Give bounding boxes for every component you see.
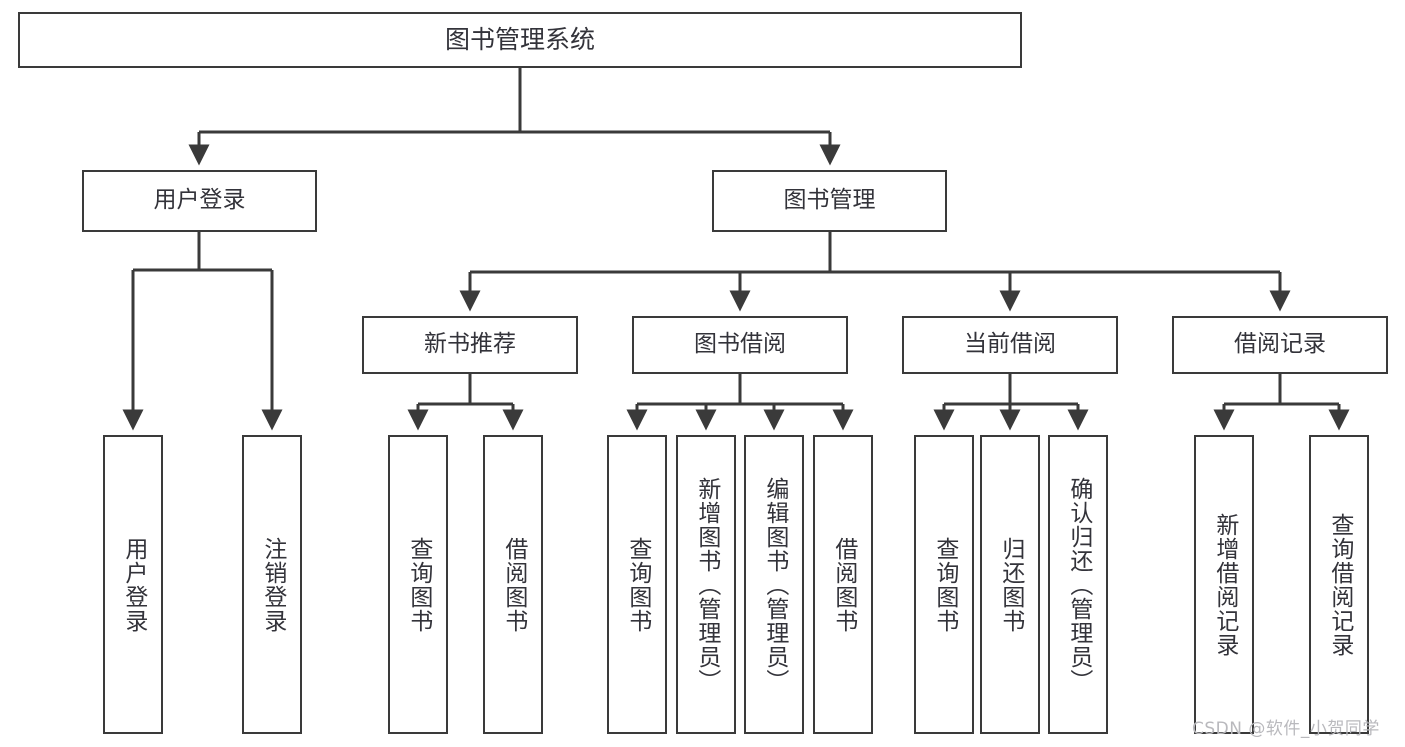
node-label: 新书推荐 [424, 331, 516, 358]
leaf-borrow-books-borrowing[interactable]: 借阅图书 [813, 435, 873, 734]
leaf-confirm-return-admin[interactable]: 确认归还（管理员） [1048, 435, 1108, 734]
leaf-borrow-books-recommendation[interactable]: 借阅图书 [483, 435, 543, 734]
node-label: 用户登录 [120, 536, 147, 633]
node-label: 借阅记录 [1234, 331, 1326, 358]
node-book-management[interactable]: 图书管理 [712, 170, 947, 232]
leaf-query-books-borrowing[interactable]: 查询图书 [607, 435, 667, 734]
leaf-query-books-recommendation[interactable]: 查询图书 [388, 435, 448, 734]
node-current-borrowing[interactable]: 当前借阅 [902, 316, 1118, 374]
node-label: 查询图书 [405, 536, 432, 633]
node-root-library-management-system[interactable]: 图书管理系统 [18, 12, 1022, 68]
node-label: 当前借阅 [964, 331, 1056, 358]
node-label: 借阅图书 [830, 536, 857, 633]
leaf-add-borrowing-record[interactable]: 新增借阅记录 [1194, 435, 1254, 734]
leaf-edit-book-admin[interactable]: 编辑图书（管理员） [744, 435, 804, 734]
node-new-book-recommendation[interactable]: 新书推荐 [362, 316, 578, 374]
leaf-query-books-current[interactable]: 查询图书 [914, 435, 974, 734]
node-label: 注销登录 [259, 536, 286, 633]
node-borrowing-records[interactable]: 借阅记录 [1172, 316, 1388, 374]
node-label: 查询图书 [624, 536, 651, 633]
node-book-borrowing[interactable]: 图书借阅 [632, 316, 848, 374]
node-label: 图书管理系统 [444, 25, 595, 54]
node-label: 新增图书（管理员） [693, 476, 720, 693]
node-label: 查询借阅记录 [1326, 512, 1353, 657]
leaf-return-books[interactable]: 归还图书 [980, 435, 1040, 734]
node-label: 图书管理 [783, 187, 876, 214]
node-label: 确认归还（管理员） [1065, 476, 1092, 693]
node-label: 图书借阅 [694, 331, 786, 358]
leaf-user-login[interactable]: 用户登录 [103, 435, 163, 734]
leaf-query-borrowing-record[interactable]: 查询借阅记录 [1309, 435, 1369, 734]
leaf-logout[interactable]: 注销登录 [242, 435, 302, 734]
node-user-login[interactable]: 用户登录 [82, 170, 317, 232]
leaf-add-book-admin[interactable]: 新增图书（管理员） [676, 435, 736, 734]
node-label: 归还图书 [997, 536, 1024, 633]
node-label: 借阅图书 [500, 536, 527, 633]
node-label: 编辑图书（管理员） [761, 476, 788, 693]
csdn-watermark: CSDN @软件_小贺同学 [1192, 719, 1380, 739]
node-label: 新增借阅记录 [1211, 512, 1238, 657]
node-label: 查询图书 [931, 536, 958, 633]
node-label: 用户登录 [153, 187, 246, 214]
